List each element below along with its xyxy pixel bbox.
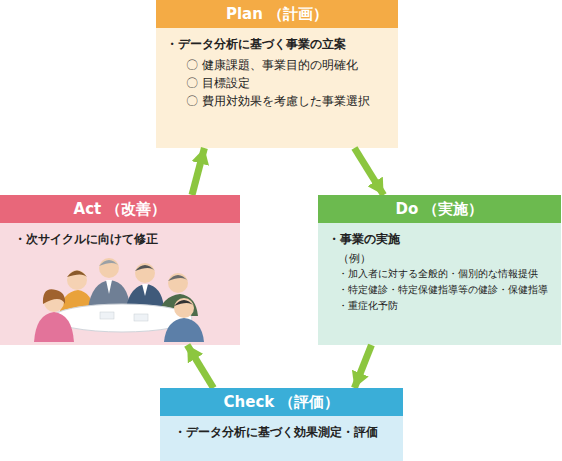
box-heading: Plan （計画） [156,0,398,28]
sub-item: 〇 目標設定 [166,74,390,92]
cycle-arrow [192,148,204,195]
body-text: ・事業の実施 [328,231,553,248]
body-text: ・次サイクルに向けて修正 [10,231,232,248]
box-body: ・事業の実施 （例）・加入者に対する全般的・個別的な情報提供・特定健診・特定保健指… [318,223,561,322]
cycle-arrow [354,345,371,388]
person [88,258,130,308]
person [126,263,164,308]
body-text: （例） [328,251,553,266]
body-text: ・データ分析に基づく効果測定・評価 [170,424,395,441]
sub-item: 〇 健康課題、事業目的の明確化 [166,56,390,74]
do-box: Do （実施） ・事業の実施 （例）・加入者に対する全般的・個別的な情報提供・特定健… [318,195,561,345]
person [34,289,74,342]
paper [100,312,114,319]
example-item: ・重症化予防 [328,298,553,314]
example-item: ・加入者に対する全般的・個別的な情報提供 [328,266,553,282]
cycle-arrow [354,148,383,195]
example-item: ・特定健診・特定保健指導等の健診・保健指導 [328,282,553,298]
meeting-illustration [30,250,210,342]
box-body: ・次サイクルに向けて修正 [0,223,240,256]
sub-item: 〇 費用対効果を考慮した事業選択 [166,92,390,110]
paper [134,314,148,321]
box-heading: Act （改善） [0,195,240,223]
box-body: ・データ分析に基づく事業の立案〇 健康課題、事業目的の明確化〇 目標設定〇 費用… [156,28,398,118]
plan-box: Plan （計画）・データ分析に基づく事業の立案〇 健康課題、事業目的の明確化〇… [156,0,398,148]
body-text: ・データ分析に基づく事業の立案 [166,36,390,53]
box-heading: Check （評価） [160,388,403,416]
box-heading: Do （実施） [318,195,561,223]
person [164,298,204,342]
box-body: ・データ分析に基づく効果測定・評価 [160,416,403,449]
cycle-arrow [187,345,213,388]
check-box: Check （評価） ・データ分析に基づく効果測定・評価 [160,388,403,461]
